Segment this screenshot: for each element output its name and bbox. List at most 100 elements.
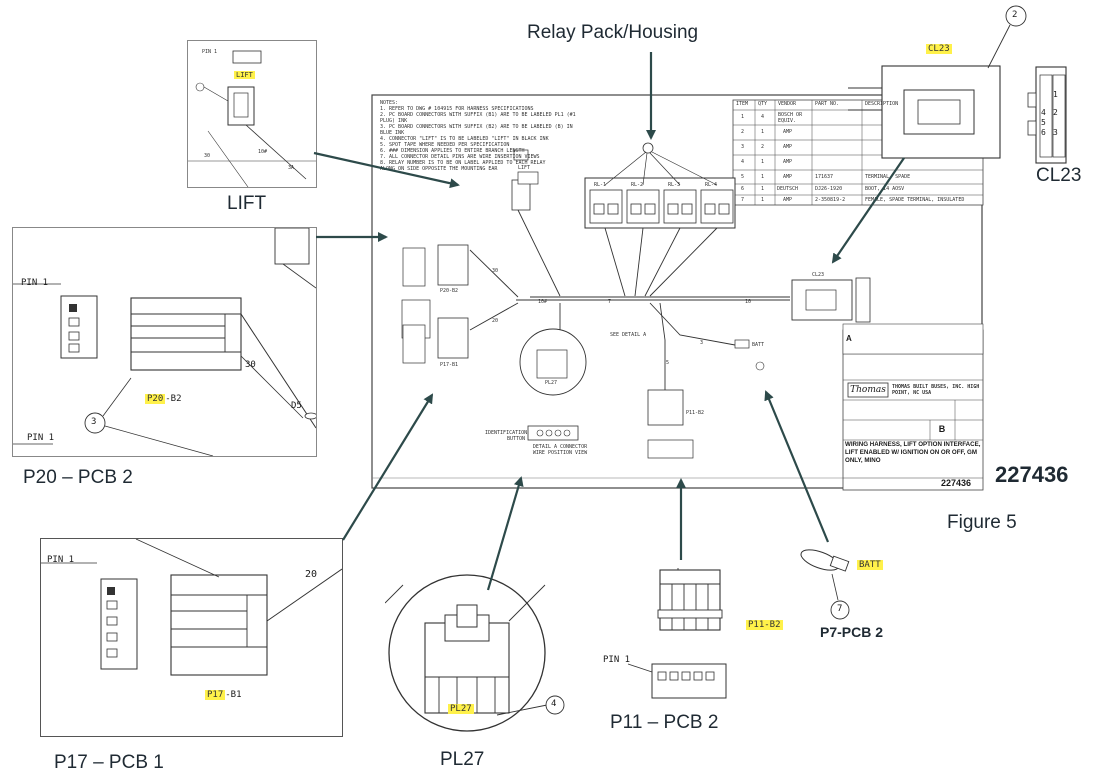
p11-sheet-connector	[647, 389, 694, 459]
pl27-tag: PL27	[448, 704, 474, 714]
p20-inset: PIN 1 PIN 1 30 3 D5 P20-B2	[12, 227, 318, 457]
sheet-pl27-label: PL27	[545, 380, 558, 386]
arrow-p17	[342, 393, 434, 541]
bom-cell: AMP	[783, 159, 793, 165]
p11-pin1-label: PIN 1	[603, 655, 631, 665]
cl23-pin-3: 3	[1053, 128, 1058, 137]
label-part-number: 227436	[995, 462, 1069, 487]
label-p20: P20 – PCB 2	[23, 467, 133, 488]
lift-inset: PIN 1 30 10# 3A LIFT	[187, 40, 317, 188]
relay-label-2: RL-2	[631, 182, 644, 188]
note-7: 7. ALL CONNECTOR DETAIL PINS ARE WIRE IN…	[380, 154, 540, 160]
wire-num-10: 10	[745, 299, 752, 305]
lift-sheet-connector	[511, 149, 539, 211]
bom-row-5: 5 1 AMP 171637 TERMINAL, SPADE	[733, 170, 983, 184]
cl23-pin-4: 4	[1041, 108, 1046, 117]
note-6: 6. ### DIMENSION APPLIES TO ENTIRE BRANC…	[380, 148, 525, 154]
wire-num-10h: 10#	[538, 299, 548, 305]
pl27-balloon-4: 4	[551, 699, 557, 709]
bom-cell: AMP	[783, 144, 793, 150]
batt-balloon-7: 7	[837, 604, 843, 614]
note-1: 1. REFER TO DWG # 104915 FOR HARNESS SPE…	[380, 106, 534, 112]
note-9: ALONG ON SIDE OPPOSITE THE MOUNTING EAR	[380, 166, 498, 172]
cl23-balloon-2: 2	[1012, 10, 1018, 20]
relay-pack	[584, 142, 736, 229]
arrow-lift	[313, 151, 460, 189]
sheet-batt-label: BATT	[752, 342, 765, 348]
wire-num-5: 5	[666, 360, 670, 366]
pl27-detail	[385, 574, 565, 732]
bom-h-desc: DESCRIPTION	[865, 101, 899, 107]
bom-cell: DJ26-1920	[815, 186, 843, 192]
label-p7: P7-PCB 2	[820, 624, 884, 640]
bom-cell: AMP	[783, 174, 793, 180]
bom-row-7: 7 1 AMP 2-350819-2 FEMALE, SPADE TERMINA…	[733, 195, 983, 205]
sheet-p17-label: P17-B1	[440, 362, 459, 368]
title-block-title: WIRING HARNESS, LIFT OPTION INTERFACE, L…	[845, 441, 981, 464]
label-pl27: PL27	[440, 749, 485, 770]
notes-header: NOTES:	[380, 100, 399, 106]
title-block-rev: B	[938, 424, 946, 434]
label-relay-pack: Relay Pack/Housing	[527, 22, 699, 43]
pl27-sheet-detail	[519, 328, 587, 396]
bom-cell: 4	[741, 159, 745, 165]
bom-header-row: ITEM QTY VENDOR PART NO. DESCRIPTION	[733, 101, 983, 110]
batt-tag: BATT	[857, 560, 883, 570]
bom-h-qty: QTY	[758, 101, 768, 107]
sheet-detail-label: DETAIL A CONNECTOR WIRE POSITION VIEW	[532, 444, 588, 456]
bom-row-6: 6 1 DEUTSCH DJ26-1920 BOOT, 14 AOSV	[733, 184, 983, 195]
wire-num-30: 30	[492, 268, 499, 274]
arrow-batt	[764, 390, 830, 543]
bom-row-3: 3 2 AMP	[733, 140, 983, 155]
id-button-connector	[527, 425, 579, 441]
bom-cell: 2	[761, 144, 765, 150]
p17-tag: P17-B1	[205, 690, 242, 700]
svg-text:PIN 1: PIN 1	[202, 49, 217, 55]
batt-terminal	[800, 549, 850, 620]
p20-d5: D5	[291, 401, 302, 411]
svg-text:30: 30	[204, 153, 210, 159]
p17-wire-20: 20	[305, 569, 318, 580]
p17-inset: PIN 1 20 P17-B1	[40, 538, 343, 737]
cl23-sheet-connector	[791, 277, 871, 323]
label-p17: P17 – PCB 1	[54, 752, 164, 773]
bom-cell: 1	[761, 197, 765, 203]
title-block-company: THOMAS BUILT BUSES, INC. HIGH POINT, NC …	[892, 384, 980, 396]
relay-label-3: RL-3	[668, 182, 681, 188]
bom-cell: 1	[761, 159, 765, 165]
note-3: 3. PC BOARD CONNECTORS WITH SUFFIX (B2) …	[380, 124, 573, 136]
batt-sheet-terminal	[734, 339, 765, 371]
wire-num-20: 20	[492, 318, 499, 324]
sheet-p11-label: P11-B2	[686, 410, 705, 416]
p17-sheet-connector	[402, 317, 469, 364]
relay-label-4: RL-4	[705, 182, 718, 188]
cl23-tag: CL23	[926, 44, 952, 54]
sheet-id-button: IDENTIFICATION BUTTON	[485, 430, 528, 442]
p20-tag: P20-B2	[145, 394, 182, 404]
label-cl23: CL23	[1036, 165, 1082, 186]
svg-text:10#: 10#	[258, 149, 267, 155]
bom-cell: 1	[761, 129, 765, 135]
bom-cell: DEUTSCH	[777, 186, 799, 192]
bom-cell: 2	[741, 129, 745, 135]
p20-balloon-3: 3	[91, 417, 97, 427]
bom-cell: 171637	[815, 174, 834, 180]
lift-tag: LIFT	[234, 71, 255, 79]
note-5: 5. SPOT TAPE WHERE NEEDED PER SPECIFICAT…	[380, 142, 510, 148]
p11-tag: P11-B2	[746, 620, 783, 630]
bom-cell: AMP	[783, 129, 793, 135]
label-figure: Figure 5	[947, 512, 1017, 533]
cl23-connector-face	[1027, 66, 1067, 164]
note-2: 2. PC BOARD CONNECTORS WITH SUFFIX (B1) …	[380, 112, 576, 124]
relay-label-1: RL-1	[594, 182, 607, 188]
bom-cell: 1	[761, 174, 765, 180]
bom-cell: BOSCH OR EQUIV.	[778, 112, 803, 124]
note-8: 8. RELAY NUMBER IS TO BE ON LABEL APPLIE…	[380, 160, 546, 166]
wire-num-7: 7	[608, 299, 612, 305]
title-block-logo: Thomas	[850, 385, 886, 395]
bom-cell: AMP	[783, 197, 793, 203]
notes-block: NOTES: 1. REFER TO DWG # 104915 FOR HARN…	[380, 100, 580, 172]
p20-wire-30: 30	[245, 360, 256, 370]
bom-cell: 2-350819-2	[815, 197, 846, 203]
bom-cell: BOOT, 14 AOSV	[865, 186, 905, 192]
